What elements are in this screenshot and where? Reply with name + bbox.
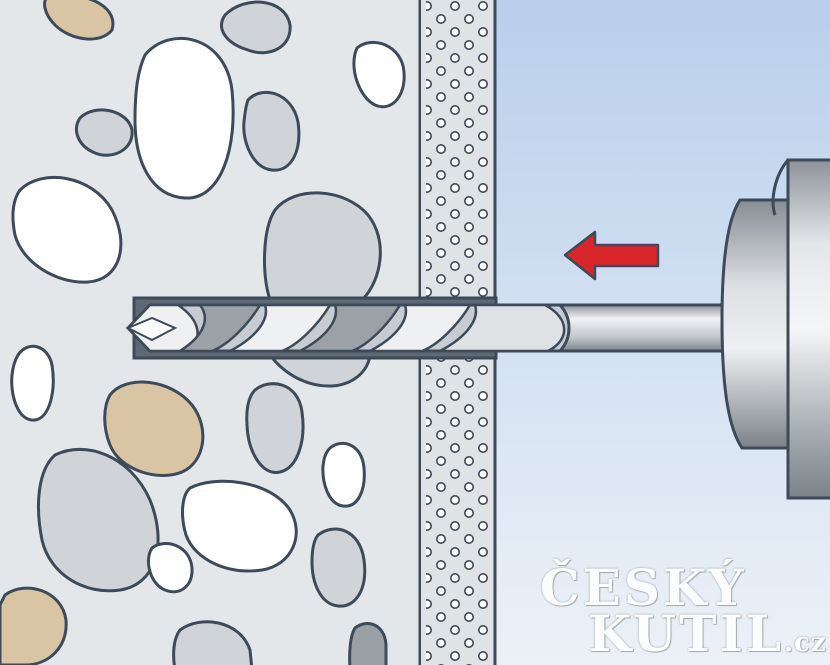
watermark-word: KUTIL [588, 604, 785, 663]
stone [172, 620, 254, 665]
stone [0, 586, 68, 665]
stone [75, 108, 134, 157]
stone [37, 447, 160, 593]
stone [10, 344, 55, 422]
stones [0, 0, 406, 665]
watermark-line2: KUTIL.cz [588, 604, 827, 663]
stone [181, 479, 298, 573]
watermark-line1: ČESKÝ [540, 558, 747, 617]
stone [348, 622, 388, 665]
stone [245, 382, 305, 474]
arrow-left-icon [563, 230, 660, 281]
stone [352, 40, 406, 109]
stone [310, 527, 367, 608]
stone [11, 176, 123, 284]
drill-chuck [720, 158, 830, 500]
stone [321, 442, 366, 508]
stone [147, 542, 194, 594]
stone [43, 0, 115, 41]
drill-shank [543, 303, 747, 353]
watermark-suffix: .cz [784, 628, 827, 658]
stone [263, 191, 382, 302]
stone [103, 380, 205, 477]
stone [133, 36, 235, 200]
stone [242, 90, 301, 172]
stone [266, 353, 372, 388]
stone [220, 0, 292, 55]
drill-bit [125, 303, 571, 353]
